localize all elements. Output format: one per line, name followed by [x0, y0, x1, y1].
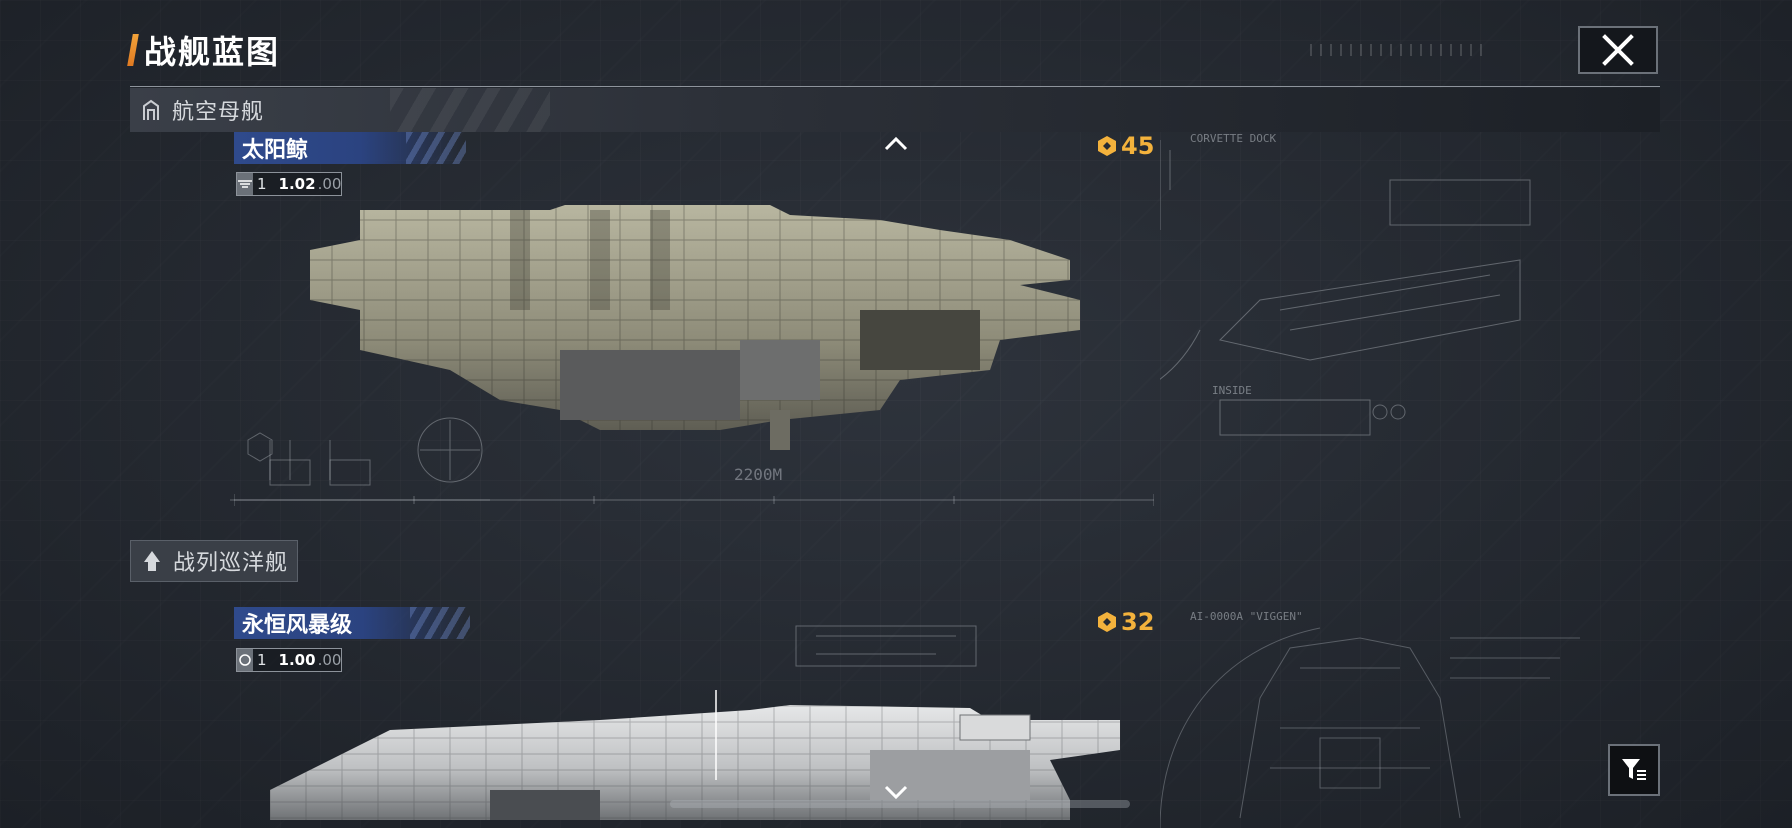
page-header: 战舰蓝图: [127, 30, 281, 71]
scale-ruler: [234, 494, 1154, 506]
ship-cost-value: 45: [1121, 132, 1155, 160]
ship-tier: 1: [257, 651, 267, 669]
category-stripes: [390, 88, 550, 132]
filter-button[interactable]: [1608, 744, 1660, 796]
ship-cost: 45: [1096, 132, 1154, 160]
filter-icon: [1622, 759, 1646, 780]
blueprint-schematic-mid: [795, 625, 977, 667]
cost-icon: [1098, 136, 1116, 156]
ship-model-carrier[interactable]: [300, 200, 1140, 460]
ship-version: 1.02: [278, 175, 316, 193]
ship-tier: 1: [257, 175, 267, 193]
ship-name: 太阳鲸: [242, 138, 309, 163]
length-label: 2200M: [734, 465, 783, 484]
blueprint-schematic-top: [1160, 140, 1531, 436]
cost-icon: [1098, 612, 1116, 632]
ship-cost: 32: [1096, 608, 1154, 636]
close-button[interactable]: [1578, 26, 1658, 74]
ship-version-box: 1 1.00 .00: [236, 648, 342, 672]
dock-label-2: AI-0000A "VIGGEN": [1190, 610, 1303, 623]
ship-name: 永恒风暴级: [242, 613, 353, 638]
version-icon: [237, 173, 253, 195]
ship-name-plate[interactable]: 太阳鲸: [234, 132, 466, 164]
category-label: 航空母舰: [172, 100, 265, 125]
version-icon: [237, 649, 253, 671]
ship-model-battlecruiser[interactable]: [270, 690, 1130, 820]
scroll-down-icon[interactable]: [882, 782, 910, 802]
category-header-carrier[interactable]: 航空母舰: [130, 88, 1660, 132]
ship-version-decimal: .00: [317, 651, 342, 669]
carrier-icon: [140, 99, 162, 121]
category-header-battlecruiser[interactable]: 战列巡洋舰: [130, 540, 298, 582]
header-tick-decoration: [1310, 44, 1490, 56]
close-icon: [1602, 34, 1634, 66]
ship-version: 1.00: [278, 651, 316, 669]
ship-name-plate[interactable]: 永恒风暴级: [234, 607, 470, 639]
ship-cost-value: 32: [1121, 608, 1155, 636]
ship-version-box: 1 1.02 .00: [236, 172, 342, 196]
horizontal-scrollbar[interactable]: [670, 800, 1130, 808]
inside-label: INSIDE: [1212, 384, 1252, 397]
scroll-up-icon[interactable]: [882, 134, 910, 154]
blueprint-schematic-left: [230, 417, 490, 501]
dock-label-1: CORVETTE DOCK: [1190, 132, 1277, 145]
header-divider: [130, 86, 1660, 87]
page-title: 战舰蓝图: [144, 33, 281, 71]
category-label: 战列巡洋舰: [173, 551, 289, 576]
blueprint-schematic-bottom: [1160, 627, 1580, 828]
battlecruiser-icon: [141, 550, 163, 572]
ship-version-decimal: .00: [317, 175, 342, 193]
